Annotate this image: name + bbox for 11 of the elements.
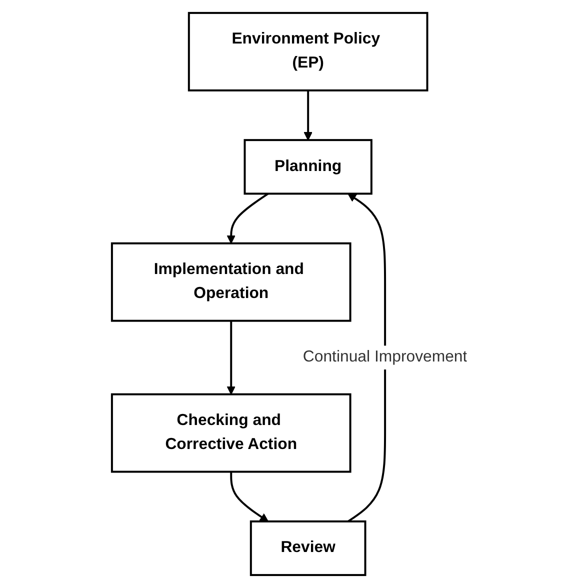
arrow — [230, 472, 269, 522]
node-box: Planning — [244, 139, 373, 195]
node-box: Checking and Corrective Action — [111, 393, 352, 473]
node-box: Implementation and Operation — [111, 242, 352, 322]
arrow — [348, 193, 386, 522]
arrow — [304, 90, 313, 140]
arrow — [227, 192, 270, 244]
node-box: Environment Policy (EP) — [188, 12, 429, 92]
edge-label: Continual Improvement — [303, 348, 468, 366]
node-box: Review — [250, 520, 367, 576]
arrow — [227, 320, 236, 395]
